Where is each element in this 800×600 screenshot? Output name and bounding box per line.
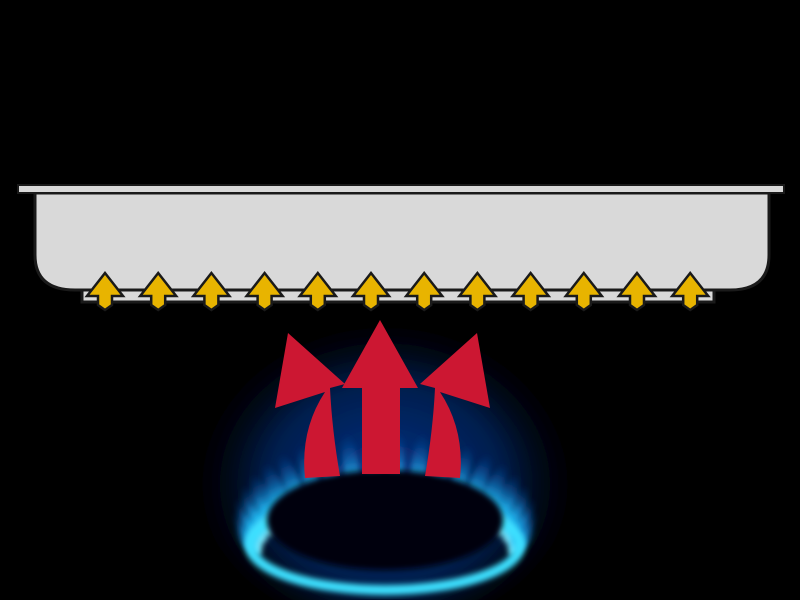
heat-arrow-icon [297,270,339,312]
convection-arrow-right [420,333,490,478]
heat-arrow-icon [190,270,232,312]
pan-body [33,191,771,292]
pan-rim [17,184,785,194]
pan [17,184,785,304]
convection-arrows [275,320,490,478]
convection-arrow-center [342,320,418,474]
heat-arrow-icon [350,270,392,312]
heat-arrow-icon [244,270,286,312]
heat-arrow-icon [510,270,552,312]
heat-arrow-icon [563,270,605,312]
heat-arrow-icon [456,270,498,312]
heat-transfer-arrows [84,270,711,312]
heat-arrow-icon [616,270,658,312]
heat-arrow-icon [403,270,445,312]
convection-arrow-left [275,333,345,478]
heat-arrow-icon [137,270,179,312]
heat-arrow-icon [669,270,711,312]
heat-arrow-icon [84,270,126,312]
